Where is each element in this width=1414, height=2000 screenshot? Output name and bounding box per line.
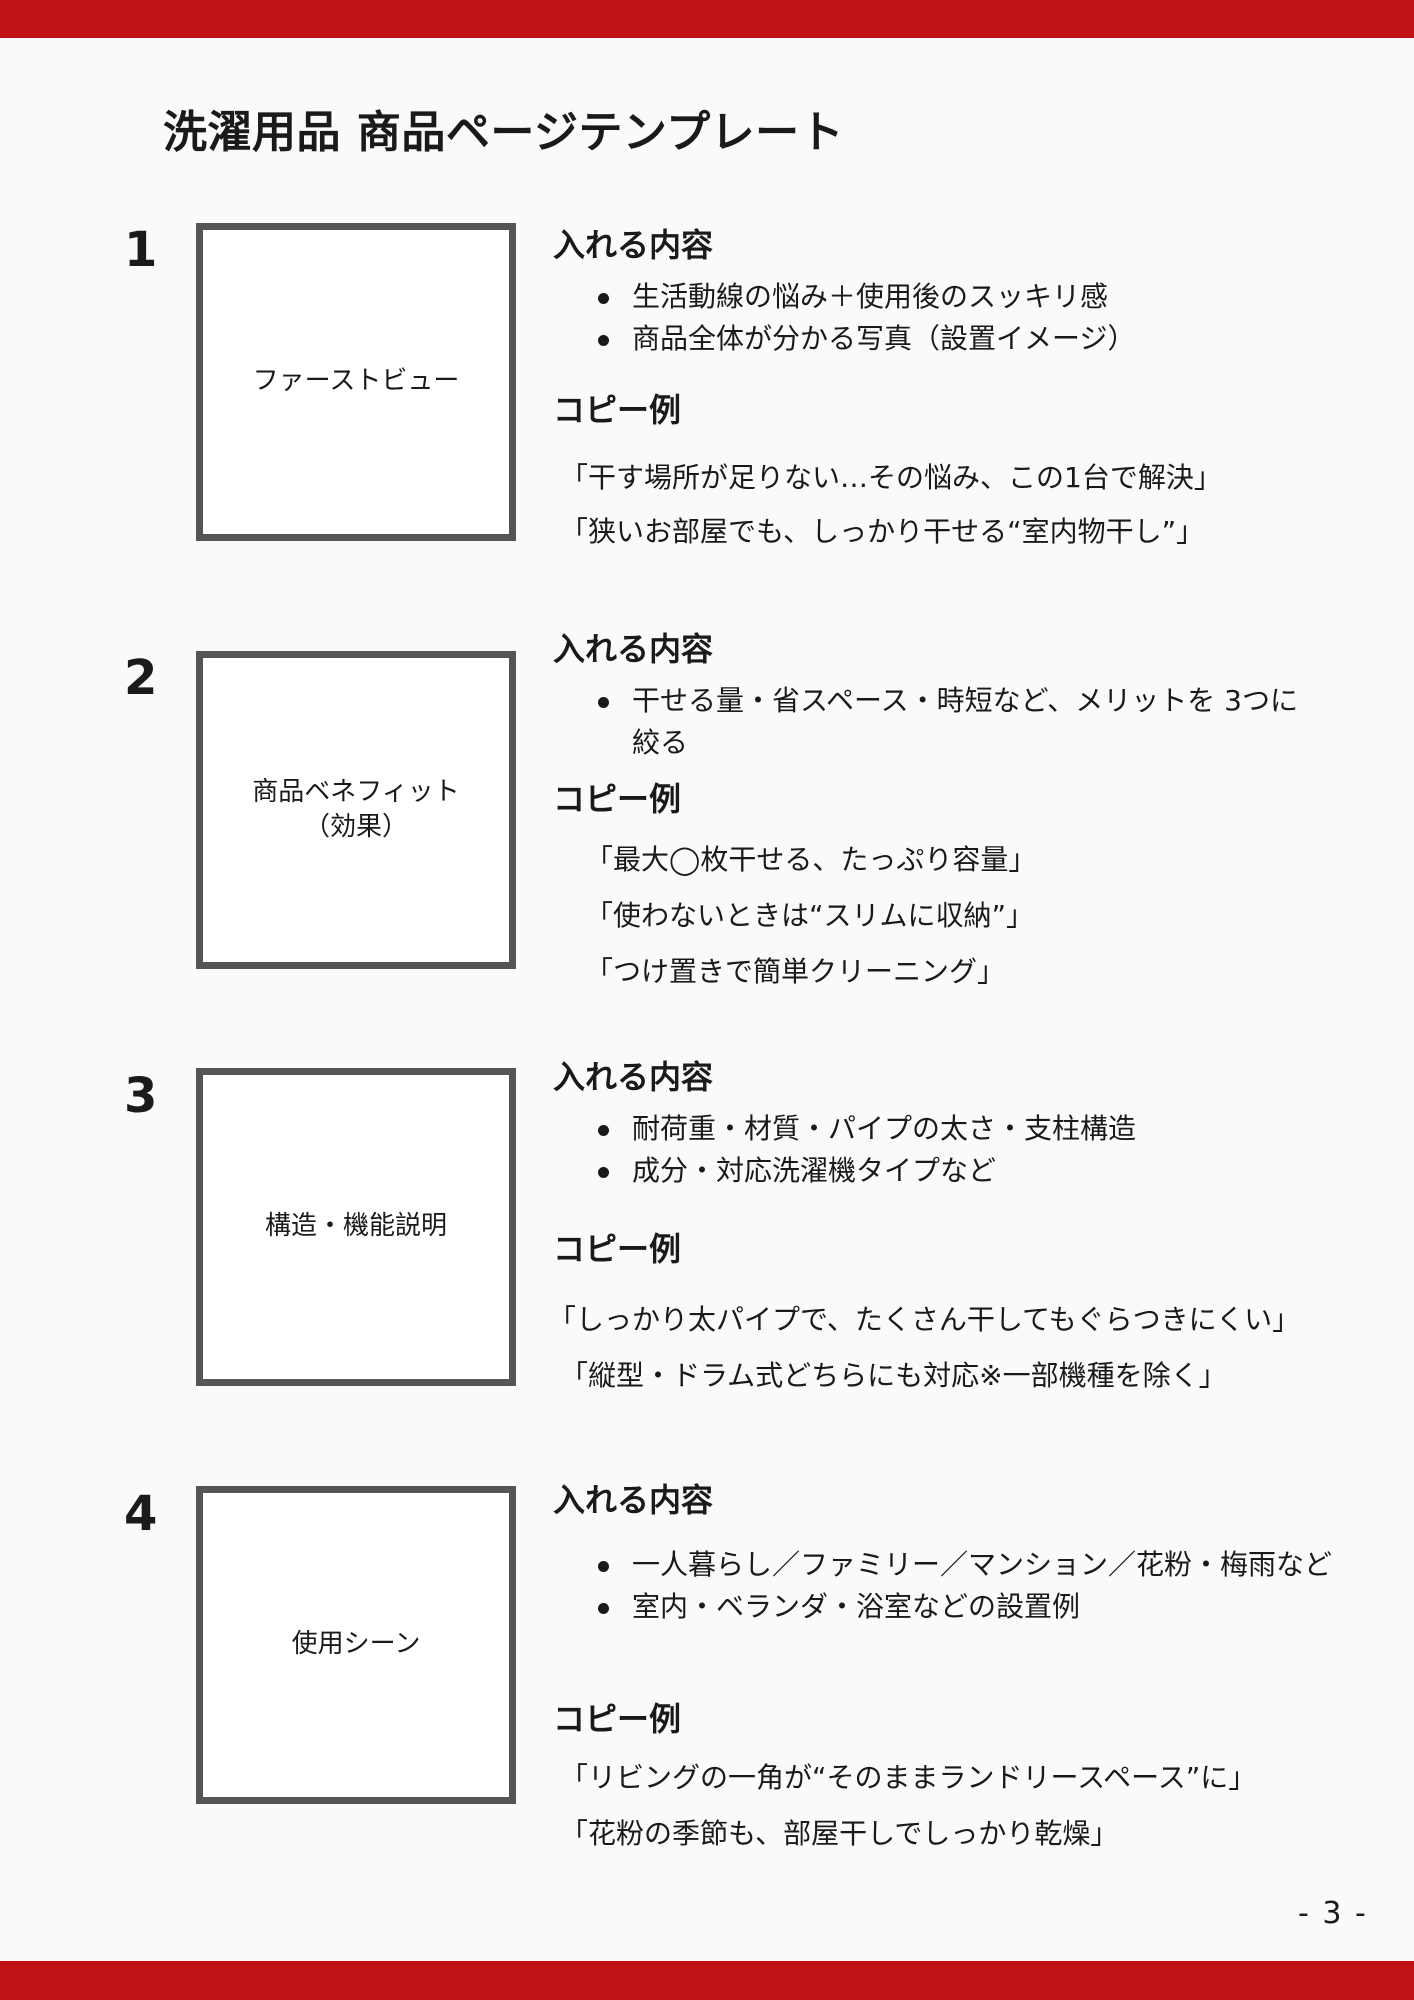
copy-example: 「花粉の季節も、部屋干しでしっかり乾燥」 [560, 1817, 1119, 1850]
copy-example: 「狭いお部屋でも、しっかり干せる“室内物干し”」 [560, 515, 1205, 548]
box-label: （効果） [303, 812, 408, 842]
content-heading: 入れる内容 [553, 226, 714, 264]
section-number: 2 [124, 650, 158, 706]
bullet-item: 干せる量・省スペース・時短など、メリットを 3つに絞る [560, 680, 1300, 764]
top-accent-bar [0, 0, 1414, 38]
page-number: - 3 - [1298, 1896, 1368, 1931]
copy-example: 「使わないときは“スリムに収納”」 [585, 899, 1035, 932]
copy-heading: コピー例 [553, 780, 682, 818]
copy-example: 「つけ置きで簡単クリーニング」 [585, 955, 1006, 988]
bullet-item: 商品全体が分かる写真（設置イメージ） [560, 318, 1360, 360]
copy-heading: コピー例 [553, 1230, 682, 1268]
bullet-item: 生活動線の悩み＋使用後のスッキリ感 [560, 276, 1360, 318]
content-heading: 入れる内容 [553, 1058, 714, 1096]
page-title: 洗濯用品 商品ページテンプレート [163, 107, 845, 158]
copy-example: 「リビングの一角が“そのままランドリースペース”に」 [560, 1761, 1257, 1794]
box-label: 使用シーン [291, 1629, 421, 1660]
section-number: 3 [124, 1068, 158, 1124]
copy-heading: コピー例 [553, 391, 682, 429]
section-number: 1 [124, 222, 158, 278]
image-placeholder-box: ファーストビュー [196, 223, 516, 541]
box-label: 構造・機能説明 [264, 1211, 447, 1242]
content-bullets: 耐荷重・材質・パイプの太さ・支柱構造 成分・対応洗濯機タイプなど [560, 1108, 1360, 1192]
bullet-item: 耐荷重・材質・パイプの太さ・支柱構造 [560, 1108, 1360, 1150]
content-heading: 入れる内容 [553, 630, 714, 668]
section-number: 4 [124, 1486, 158, 1542]
image-placeholder-box: 使用シーン [196, 1486, 516, 1804]
bullet-item: 室内・ベランダ・浴室などの設置例 [560, 1586, 1350, 1628]
bullet-item: 成分・対応洗濯機タイプなど [560, 1150, 1360, 1192]
content-bullets: 一人暮らし／ファミリー／マンション／花粉・梅雨など 室内・ベランダ・浴室などの設… [560, 1544, 1350, 1628]
copy-example: 「干す場所が足りない…その悩み、この1台で解決」 [560, 461, 1222, 494]
copy-example: 「しっかり太パイプで、たくさん干してもぐらつきにくい」 [548, 1303, 1301, 1336]
box-label: ファーストビュー [252, 366, 460, 397]
image-placeholder-box: 商品ベネフィット （効果） [196, 651, 516, 969]
content-bullets: 生活動線の悩み＋使用後のスッキリ感 商品全体が分かる写真（設置イメージ） [560, 276, 1360, 360]
content-heading: 入れる内容 [553, 1481, 714, 1519]
image-placeholder-box: 構造・機能説明 [196, 1068, 516, 1386]
content-bullets: 干せる量・省スペース・時短など、メリットを 3つに絞る [560, 680, 1300, 764]
bullet-item: 一人暮らし／ファミリー／マンション／花粉・梅雨など [560, 1544, 1350, 1586]
copy-heading: コピー例 [553, 1700, 682, 1738]
box-label: 商品ベネフィット [252, 776, 460, 807]
copy-example: 「最大◯枚干せる、たっぷり容量」 [585, 843, 1037, 876]
copy-example: 「縦型・ドラム式どちらにも対応※一部機種を除く」 [560, 1359, 1227, 1392]
bottom-accent-bar [0, 1961, 1414, 2000]
